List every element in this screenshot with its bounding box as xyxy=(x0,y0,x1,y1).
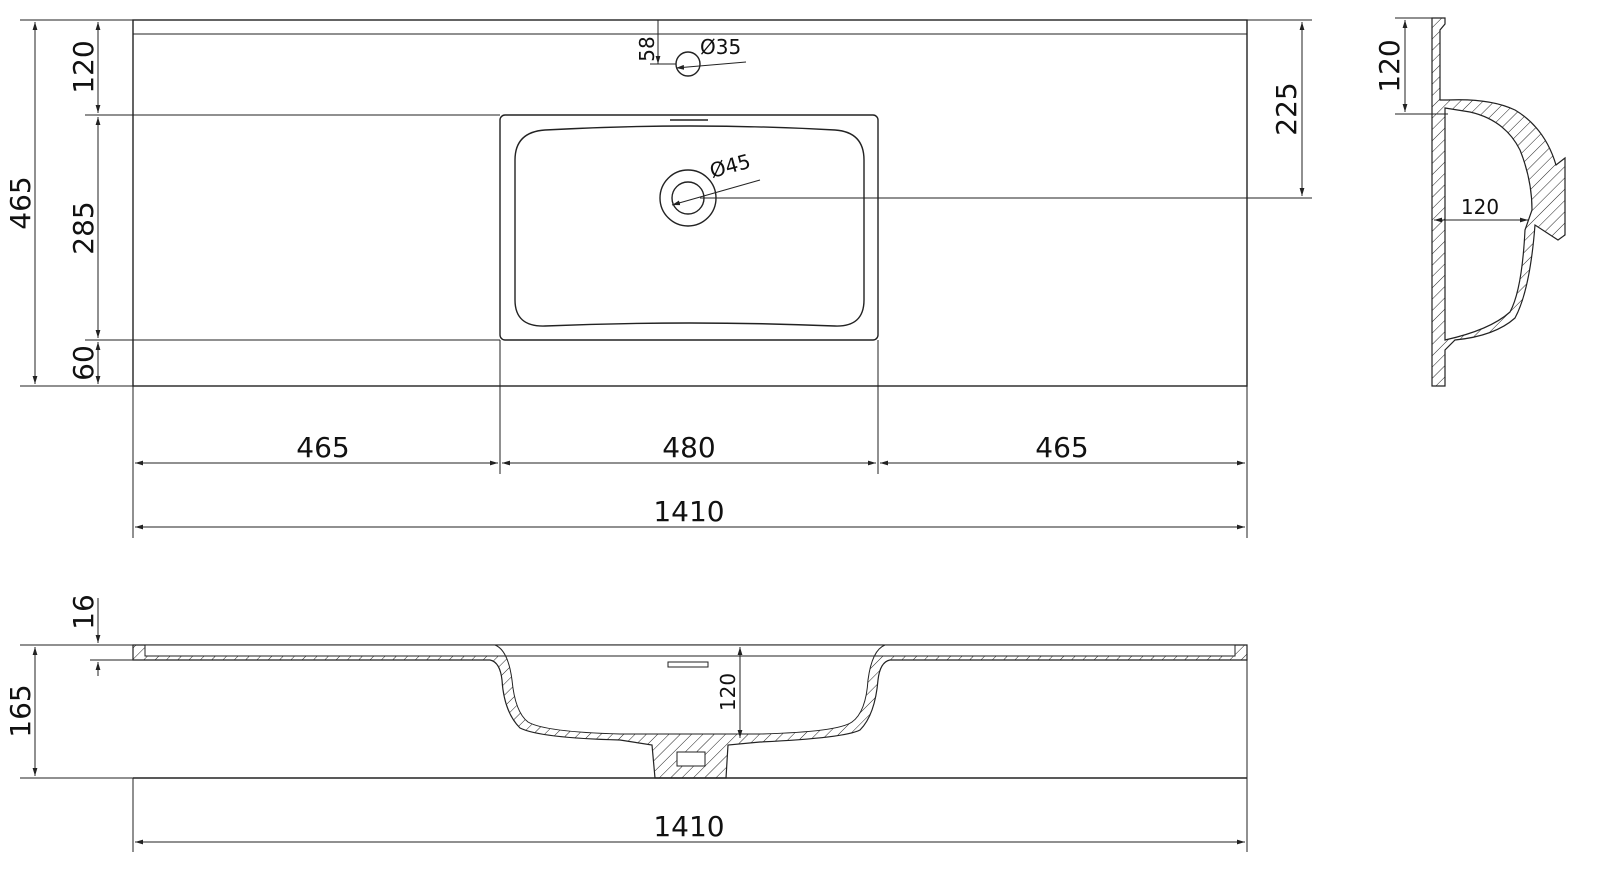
dim-basin-width: 480 xyxy=(662,431,715,464)
front-dim-bowl-depth: 120 xyxy=(716,673,740,711)
front-dim-total-height: 165 xyxy=(4,684,37,737)
overflow-opening xyxy=(667,661,709,668)
drain-outlet xyxy=(676,751,706,767)
side-dim-back-to-basin: 120 xyxy=(1373,39,1406,92)
front-dim-total-width: 1410 xyxy=(653,810,724,843)
dim-back-to-drain: 225 xyxy=(1270,82,1303,135)
dim-left-width: 465 xyxy=(296,431,349,464)
front-section: 165 16 120 1410 xyxy=(4,594,1248,852)
dim-tap-hole: Ø35 xyxy=(700,35,741,59)
top-view: 465 120 285 60 58 Ø35 Ø45 225 465 480 46… xyxy=(4,19,1312,538)
dim-basin-to-front: 60 xyxy=(67,345,100,381)
dim-tap-offset: 58 xyxy=(635,36,659,61)
dim-right-width: 465 xyxy=(1035,431,1088,464)
dim-back-to-basin: 120 xyxy=(67,40,100,93)
dim-total-depth: 465 xyxy=(4,176,37,229)
tap-hole xyxy=(675,51,701,77)
front-dim-top-thickness: 16 xyxy=(67,594,100,630)
dim-basin-depth: 285 xyxy=(67,201,100,254)
side-section: 120 120 xyxy=(1373,17,1566,387)
basin-outline xyxy=(499,114,879,341)
basin-bowl xyxy=(514,125,865,327)
drain-inner xyxy=(671,181,705,215)
dim-total-width: 1410 xyxy=(653,495,724,528)
side-dim-bowl-depth: 120 xyxy=(1461,195,1499,219)
front-inner-surface xyxy=(144,644,1236,735)
countertop-outline xyxy=(132,19,1248,387)
side-section-profile xyxy=(1431,17,1566,387)
dim-drain-hole: Ø45 xyxy=(707,149,753,183)
